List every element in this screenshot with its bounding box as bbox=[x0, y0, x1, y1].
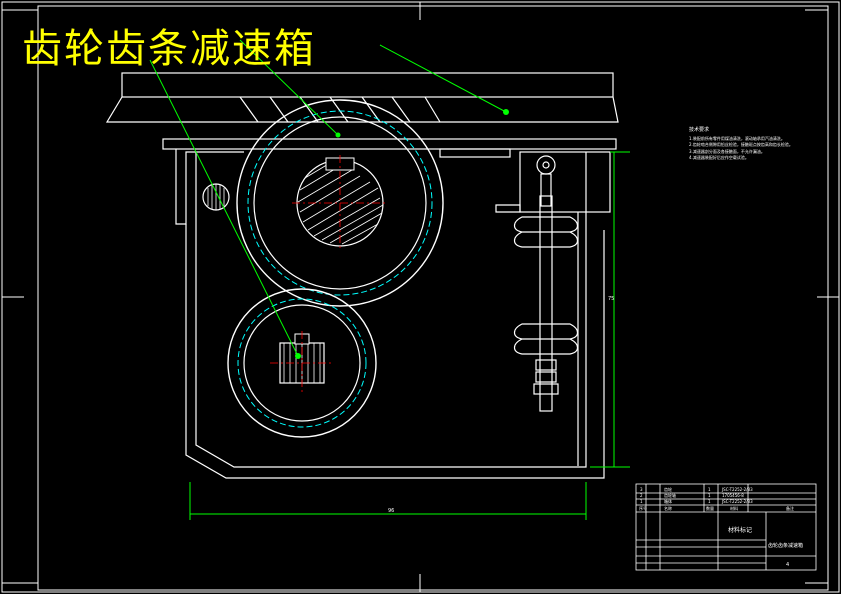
dimension-height-value: 75 bbox=[608, 296, 614, 302]
svg-text:JSC-T2252-2/83: JSC-T2252-2/83 bbox=[721, 487, 753, 492]
note-item: 3.减速器剖分面及各接触面，不允许漏油。 bbox=[689, 148, 765, 154]
notes-heading: 技术要求 bbox=[689, 127, 710, 133]
note-item: 4.减速器装配好后应作空载试验。 bbox=[689, 155, 749, 160]
svg-text:齿轮轴: 齿轮轴 bbox=[664, 492, 676, 498]
svg-text:备注: 备注 bbox=[786, 505, 794, 511]
svg-text:1: 1 bbox=[708, 499, 711, 504]
drawing-name: 齿轮齿条减速箱 bbox=[768, 542, 803, 549]
svg-text:箱体: 箱体 bbox=[664, 498, 672, 504]
small-gear bbox=[227, 288, 377, 438]
note-item: 1.装配前所有零件用煤油清洗，滚动轴承用汽油清洗。 bbox=[689, 135, 785, 141]
note-item: 2.齿轮啮合侧隙用铅丝检验，接触斑点按齿高和齿长检验。 bbox=[689, 142, 793, 147]
svg-text:3: 3 bbox=[640, 487, 643, 492]
rack bbox=[105, 72, 619, 123]
svg-text:名称: 名称 bbox=[664, 505, 672, 511]
gearbox-housing bbox=[162, 138, 617, 479]
svg-text:2: 2 bbox=[640, 493, 643, 498]
svg-text:序号: 序号 bbox=[639, 505, 647, 511]
technical-notes: 技术要求 1.装配前所有零件用煤油清洗，滚动轴承用汽油清洗。 2.齿轮啮合侧隙用… bbox=[689, 127, 799, 162]
title-block bbox=[635, 483, 817, 571]
leader-dots bbox=[295, 109, 509, 359]
leader-lines bbox=[149, 39, 507, 357]
svg-text:1705456-8: 1705456-8 bbox=[722, 493, 744, 498]
svg-text:1: 1 bbox=[640, 499, 643, 504]
title-block-text: 3 齿轮 1 JSC-T2252-2/83 2 齿轮轴 1 1705456-8 … bbox=[639, 486, 803, 568]
material-label: 材料标记 bbox=[728, 526, 752, 534]
spring-assembly bbox=[513, 155, 579, 412]
dimension-lines bbox=[189, 151, 630, 520]
drawing-title: 齿轮齿条减速箱 bbox=[22, 26, 316, 72]
sheet-number: 4 bbox=[786, 562, 789, 568]
svg-text:数量: 数量 bbox=[706, 505, 714, 511]
svg-text:1: 1 bbox=[708, 487, 711, 492]
svg-text:JSC-T2252-2/83: JSC-T2252-2/83 bbox=[721, 499, 753, 504]
svg-text:齿轮: 齿轮 bbox=[664, 486, 672, 492]
sheet-inner-border bbox=[37, 5, 829, 591]
large-gear bbox=[236, 99, 444, 307]
side-shaft bbox=[202, 183, 230, 211]
svg-text:1: 1 bbox=[708, 493, 711, 498]
dimension-width-value: 96 bbox=[388, 508, 394, 514]
svg-text:材料: 材料 bbox=[730, 505, 738, 511]
